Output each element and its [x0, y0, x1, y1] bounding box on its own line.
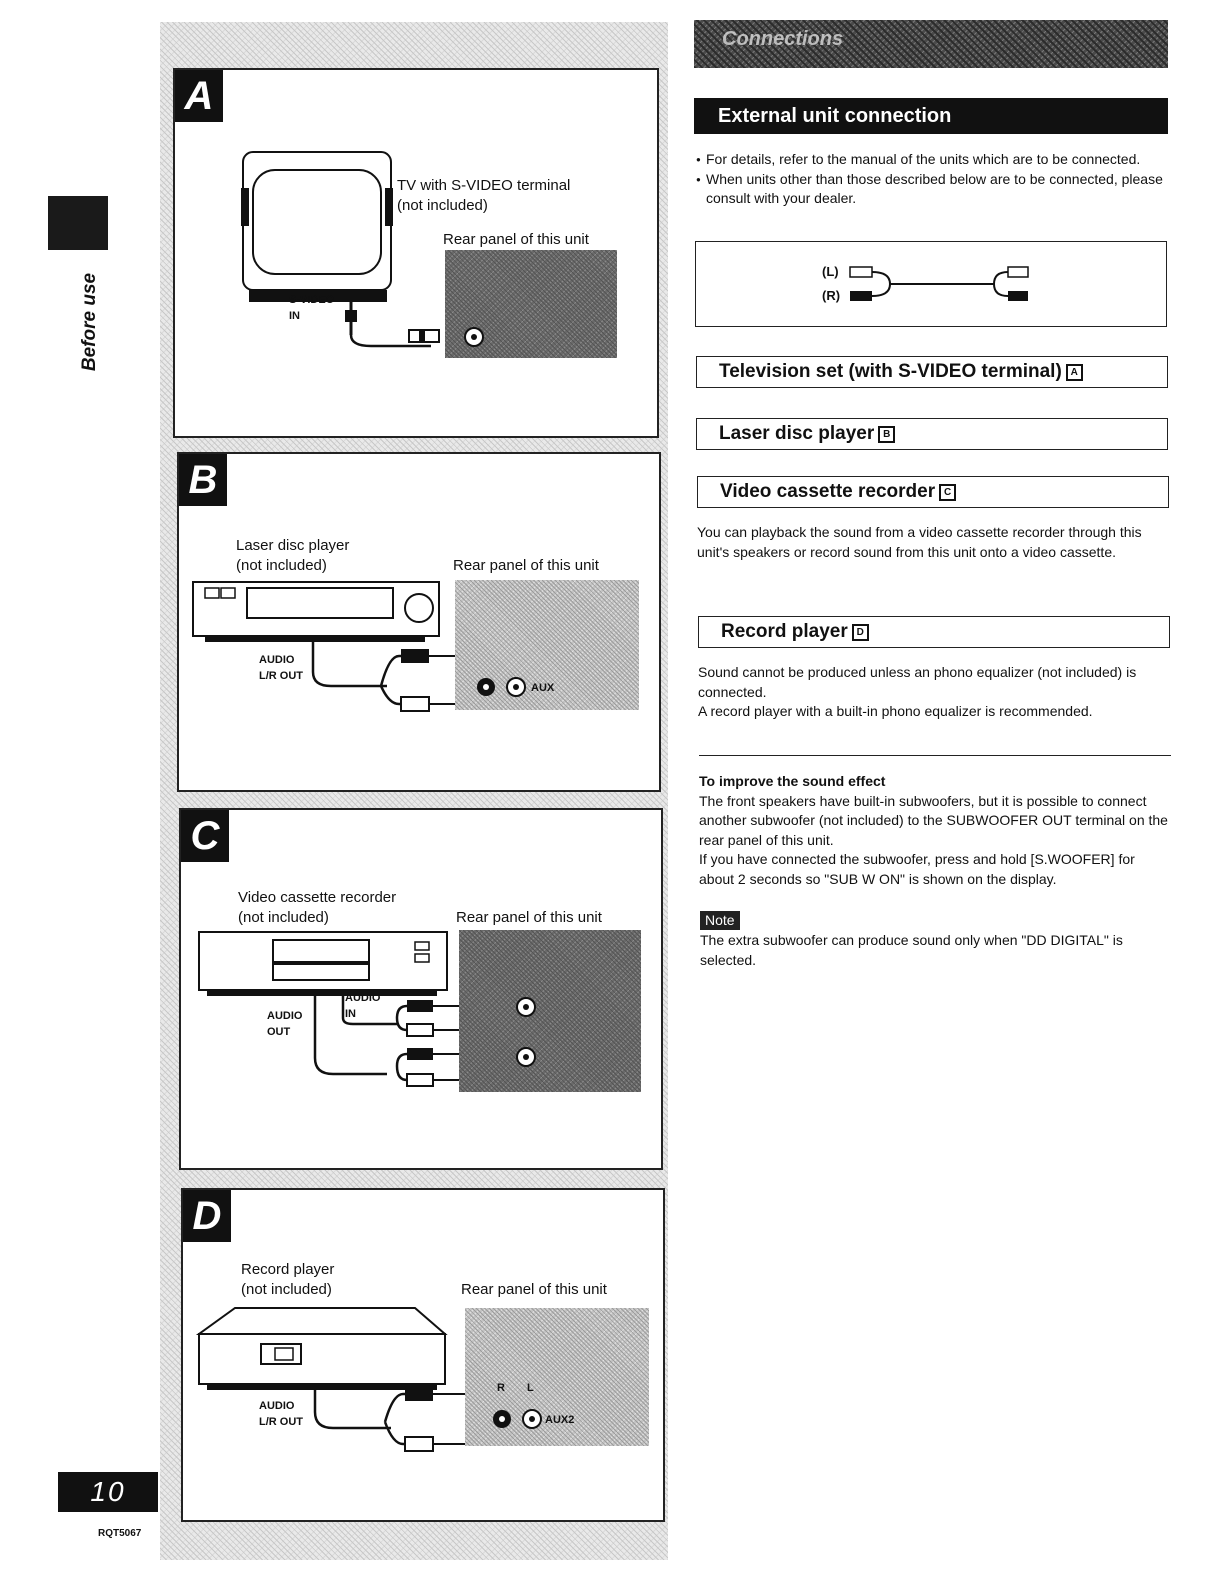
rear-panel-image: AUX: [455, 580, 639, 710]
device-label: Laser disc player: [236, 536, 349, 556]
terminal-label-2: AUDIO IN: [345, 990, 380, 1022]
terminal-label: AUDIO L/R OUT: [259, 1398, 303, 1430]
vcr-text: You can playback the sound from a video …: [697, 523, 1169, 562]
rca-cable-icon: [846, 262, 1036, 306]
section-label: Before use: [60, 262, 120, 382]
jack-r-label: R: [497, 1380, 505, 1396]
ref-tag: A: [1066, 364, 1083, 381]
improve-text-2: If you have connected the subwoofer, pre…: [699, 850, 1172, 889]
terminal-label: AUDIO OUT: [267, 1008, 302, 1040]
rear-panel-label: Rear panel of this unit: [456, 908, 602, 928]
device-label: Video cassette recorder: [238, 888, 396, 908]
improve-heading: To improve the sound effect: [699, 772, 1172, 792]
aux-jack-l-icon: [505, 676, 527, 698]
record-text-1: Sound cannot be produced unless an phono…: [698, 663, 1172, 702]
intro-bullet: When units other than those described be…: [696, 170, 1168, 209]
section-title: External unit connection: [694, 98, 1168, 134]
aux-jack-r-icon: [475, 676, 497, 698]
rca-cables: [379, 646, 459, 716]
rear-panel-image: R L AUX2: [465, 1308, 649, 1446]
improve-text-1: The front speakers have built-in subwoof…: [699, 792, 1172, 851]
record-text: Sound cannot be produced unless an phono…: [698, 663, 1172, 722]
aux-label: AUX: [531, 680, 554, 696]
plug-legend: (L) (R): [695, 241, 1167, 327]
ref-tag: C: [939, 484, 956, 501]
chapter-header: Connections: [694, 20, 1168, 68]
aux2-jack-l-icon: [521, 1408, 543, 1430]
intro-bullet: For details, refer to the manual of the …: [696, 150, 1168, 170]
rca-cables: [383, 1386, 465, 1456]
rear-panel-label: Rear panel of this unit: [453, 556, 599, 576]
panel-b: B Laser disc player (not included) Rear …: [177, 452, 661, 792]
svideo-plug: [407, 328, 447, 344]
aux2-jack-r-icon: [491, 1408, 513, 1430]
plug-label-right: (R): [822, 286, 840, 306]
terminal-label: S-VIDEO IN: [289, 292, 334, 324]
note-badge: Note: [700, 911, 740, 930]
panel-a: A TV with S-VIDEO terminal (not included…: [173, 68, 659, 438]
device-note: (not included): [236, 556, 327, 576]
doc-code: RQT5067: [98, 1528, 141, 1539]
rear-panel-label: Rear panel of this unit: [461, 1280, 607, 1300]
device-label: Record player: [241, 1260, 334, 1280]
page-number: 10: [58, 1472, 158, 1512]
section-marker: [48, 196, 108, 250]
device-note: (not included): [397, 196, 488, 216]
rear-panel-label: Rear panel of this unit: [443, 230, 589, 250]
panel-letter: A: [175, 70, 223, 122]
divider: [699, 755, 1171, 756]
ref-tag: D: [852, 624, 869, 641]
panel-letter: D: [183, 1190, 231, 1242]
improve-section: To improve the sound effect The front sp…: [699, 772, 1172, 889]
panel-c: C Video cassette recorder (not included)…: [179, 808, 663, 1170]
panel-d: D Record player (not included) Rear pane…: [181, 1188, 665, 1522]
subheading-television: Television set (with S-VIDEO terminal)A: [696, 356, 1168, 388]
vcr-jack-bottom-icon: [515, 1046, 537, 1068]
ref-tag: B: [878, 426, 895, 443]
rear-panel-image: [459, 930, 641, 1092]
panel-letter: C: [181, 810, 229, 862]
terminal-label: AUDIO L/R OUT: [259, 652, 303, 684]
device-note: (not included): [238, 908, 329, 928]
rca-cables: [393, 996, 463, 1096]
note-text: The extra subwoofer can produce sound on…: [700, 931, 1173, 970]
intro-text: For details, refer to the manual of the …: [696, 150, 1168, 209]
svideo-jack-icon: [463, 326, 485, 348]
device-note: (not included): [241, 1280, 332, 1300]
rear-panel-image: [445, 250, 617, 358]
aux2-label: AUX2: [545, 1412, 574, 1428]
panel-letter: B: [179, 454, 227, 506]
device-label: TV with S-VIDEO terminal: [397, 176, 570, 196]
jack-l-label: L: [527, 1380, 534, 1396]
record-text-2: A record player with a built-in phono eq…: [698, 702, 1172, 722]
vcr-jack-top-icon: [515, 996, 537, 1018]
plug-label-left: (L): [822, 262, 839, 282]
